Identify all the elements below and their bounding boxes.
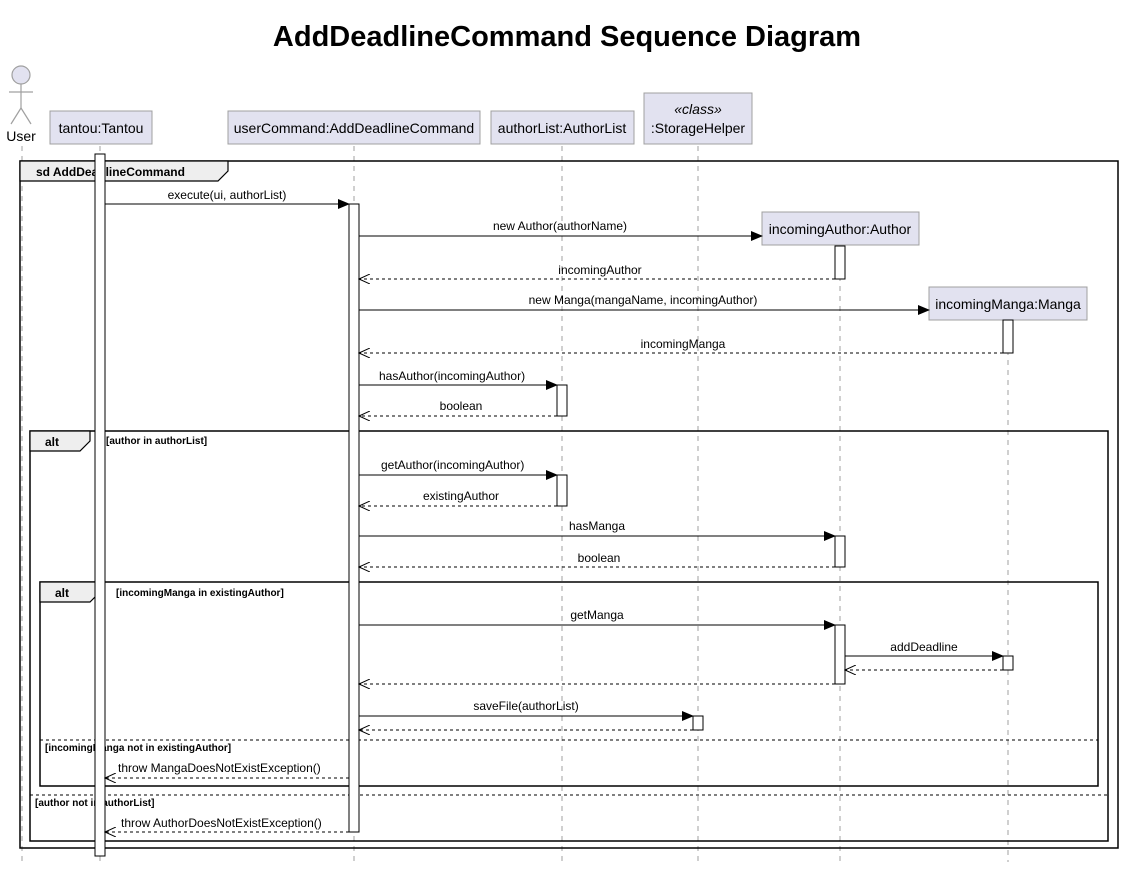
frame-alt-inner-label: alt [55, 586, 69, 600]
user-actor-icon [9, 65, 33, 125]
frame-alt-outer-label: alt [45, 435, 59, 449]
activation-user-command [348, 203, 360, 833]
participant-label-author-list: authorList:AuthorList [498, 120, 627, 136]
diagram-title: AddDeadlineCommand Sequence Diagram [273, 21, 861, 53]
participant-label-tantou: tantou:Tantou [59, 120, 144, 136]
frame-alt-outer-tab [29, 430, 91, 452]
return-label-incoming-manga: incomingManga [641, 337, 726, 351]
participant-box-user-command [227, 110, 481, 145]
participant-stereotype-storage-helper: «class» [674, 101, 722, 117]
participant-box-author-list [490, 110, 635, 145]
participant-label-storage-helper: :StorageHelper [651, 120, 746, 136]
message-label-throw-manga-exception: throw MangaDoesNotExistException() [118, 761, 321, 775]
message-label-save-file: saveFile(authorList) [473, 699, 578, 713]
activation-storage-save-file [692, 715, 704, 731]
frame-sd-label: sd AddDeadlineCommand [36, 165, 185, 179]
activation-tantou [94, 153, 106, 857]
message-label-add-deadline: addDeadline [890, 640, 958, 654]
message-label-new-author: new Author(authorName) [493, 219, 627, 233]
frame-sd [19, 160, 1119, 849]
message-label-new-manga: new Manga(mangaName, incomingAuthor) [529, 293, 758, 307]
frame-alt-outer [29, 430, 1109, 842]
activation-incoming-author-create [834, 245, 846, 280]
activation-manga-add-deadline [1002, 655, 1014, 671]
frame-alt-inner [39, 581, 1099, 787]
message-label-execute: execute(ui, authorList) [168, 188, 287, 202]
frame-alt-inner-tab [39, 581, 101, 603]
return-label-boolean-has-manga: boolean [578, 551, 621, 565]
return-label-boolean-has-author: boolean [440, 399, 483, 413]
return-label-incoming-author: incomingAuthor [558, 263, 641, 277]
participant-box-incoming-manga [928, 286, 1088, 321]
frame-alt-inner-else-guard: [incomingManga not in existingAuthor] [45, 743, 231, 754]
frame-sd-tab [19, 160, 229, 182]
activation-existing-author-get-manga [834, 624, 846, 685]
frame-alt-outer-guard: [author in authorList] [106, 436, 207, 447]
participant-label-incoming-manga: incomingManga:Manga [935, 296, 1081, 312]
participant-box-incoming-author [761, 211, 920, 246]
participant-box-storage-helper [643, 92, 753, 145]
participant-label-user-command: userCommand:AddDeadlineCommand [234, 120, 474, 136]
message-label-get-manga: getManga [570, 608, 624, 622]
message-label-throw-author-exception: throw AuthorDoesNotExistException() [121, 816, 322, 830]
frame-alt-inner-guard: [incomingManga in existingAuthor] [116, 588, 284, 599]
participant-box-tantou [49, 110, 153, 145]
activation-author-list-has-author [556, 384, 568, 417]
actor-label-user: User [6, 128, 36, 144]
activation-existing-author-has-manga [834, 535, 846, 568]
message-label-has-author: hasAuthor(incomingAuthor) [379, 369, 525, 383]
message-label-has-manga: hasManga [569, 519, 625, 533]
activation-incoming-manga-create [1002, 319, 1014, 354]
return-label-existing-author: existingAuthor [423, 489, 499, 503]
participant-label-incoming-author: incomingAuthor:Author [769, 221, 912, 237]
activation-author-list-get-author [556, 474, 568, 507]
message-label-get-author: getAuthor(incomingAuthor) [381, 458, 524, 472]
